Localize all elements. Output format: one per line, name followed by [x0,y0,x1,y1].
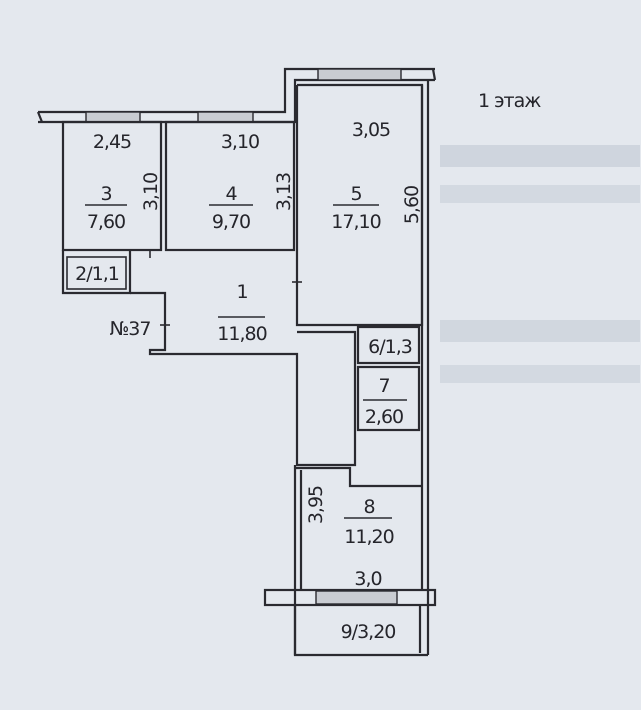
room-8-width: 3,0 [354,568,381,590]
room-5-number: 5 [350,183,361,205]
room-3: 2,45 3 7,60 3,10 [61,120,163,252]
floor-label: 1 этаж [478,90,541,112]
room-5: 3,05 5 17,10 5,60 [295,83,424,327]
window [85,111,141,123]
room-8-area: 11,20 [344,526,393,548]
room-3-area: 7,60 [87,211,125,233]
room-3-number: 3 [100,183,111,205]
room-4: 3,10 4 9,70 3,13 [164,120,296,252]
room-6-label: 6/1,3 [368,336,412,358]
room-9-balcony: 9/3,20 [293,605,428,657]
apartment-number: №37 [110,318,151,340]
room-8-number: 8 [363,496,374,518]
room-3-height: 3,10 [140,173,162,211]
room-7: 7 2,60 [356,365,421,432]
room-5-width: 3,05 [352,119,390,141]
room-5-height: 5,60 [401,186,423,224]
room-7-area: 2,60 [365,406,403,428]
room-5-area: 17,10 [331,211,380,233]
room-9-label: 9/3,20 [341,621,396,643]
window [197,111,254,123]
room-4-area: 9,70 [212,211,250,233]
room-6: 6/1,3 [356,325,421,365]
room-1-hall: 1 11,80 №37 [110,250,357,467]
window [317,68,402,81]
balcony-wall [263,588,437,607]
room-8-height: 3,95 [305,486,327,524]
room-1-number: 1 [236,281,247,303]
room-8: 3,95 8 11,20 3,0 [293,465,422,655]
room-7-number: 7 [378,375,389,397]
room-4-number: 4 [225,183,237,205]
room-2: 2/1,1 [61,250,132,295]
background-ghost-text [440,145,640,383]
room-2-label: 2/1,1 [75,263,119,285]
room-4-height: 3,13 [273,173,295,211]
room-1-area: 11,80 [217,323,266,345]
room-3-width: 2,45 [93,131,131,153]
room-4-width: 3,10 [221,131,259,153]
balcony-door-window [315,590,398,605]
